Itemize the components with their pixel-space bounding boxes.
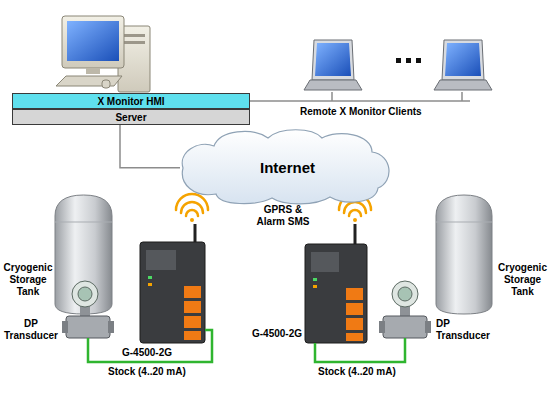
dp-transducer (62, 281, 114, 338)
device-label: G-4500-2G (240, 328, 302, 340)
cryogenic-tank (436, 195, 492, 314)
node-text: Internet (260, 159, 315, 176)
client-network-line (250, 92, 470, 101)
part-label: Cryogenic Storage Tank (2, 262, 54, 298)
wifi-dot (190, 218, 194, 222)
node-text: X Monitor HMI (97, 96, 164, 107)
laptop-icon (434, 40, 492, 90)
part-label: DP Transducer (436, 318, 498, 342)
hmi-band: X Monitor HMI (12, 93, 250, 109)
gprs-device (140, 224, 205, 343)
part-label: DP Transducer (2, 318, 60, 342)
signal-wire (315, 338, 405, 362)
part-label: Cryogenic Storage Tank (495, 262, 550, 298)
desktop-computer (56, 16, 150, 92)
internet-cloud: Internet (180, 128, 395, 206)
signal-label: Stock (4..20 mA) (108, 366, 208, 378)
node-text: Server (115, 112, 146, 123)
wifi-symbol (176, 194, 208, 216)
ellipsis-dots (396, 58, 421, 63)
signal-label: Stock (4..20 mA) (318, 366, 418, 378)
gprs-device (305, 224, 367, 343)
server-band: Server (12, 109, 250, 125)
wifi-dot (353, 218, 357, 222)
cryogenic-tank (55, 195, 112, 314)
signal-wire (88, 330, 212, 362)
dp-transducer (379, 281, 431, 338)
link-label: GPRS & Alarm SMS (252, 204, 314, 228)
device-label: G-4500-2G (112, 347, 182, 359)
group-label: Remote X Monitor Clients (300, 106, 500, 118)
network-link (120, 125, 180, 168)
laptop-icon (304, 40, 362, 90)
